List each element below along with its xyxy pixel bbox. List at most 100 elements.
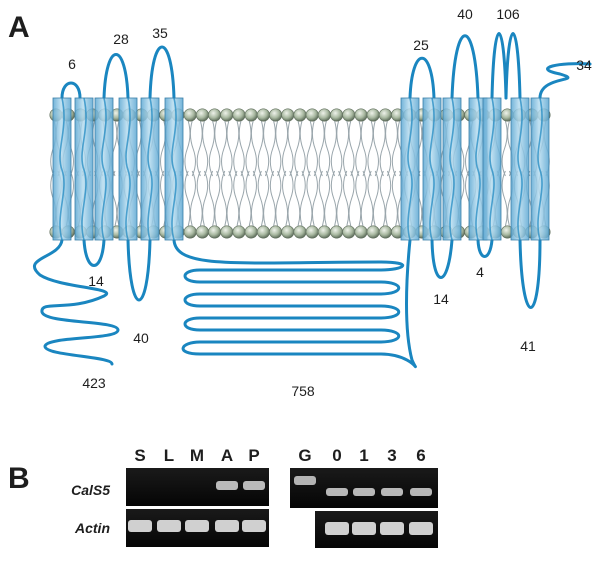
helix-strand [147,97,153,241]
gel-bands [128,476,433,535]
loop-tm9-tm10 [450,34,480,100]
helix-strand [449,97,455,241]
lipid-head [183,108,197,122]
label-loop-tm7-tm8: 25 [413,37,429,53]
gel-lane-labels-left: S L M A P [134,446,259,465]
label-loop-tm8-tm9: 14 [433,291,449,307]
lipid-tail [330,120,343,227]
lipid-tail [221,120,233,227]
helix-strand [171,97,177,241]
lipid-head [305,225,319,239]
band-actin-right-3 [380,522,404,535]
gel-lane-labels-right: G 0 1 3 6 [298,446,425,465]
band-actin-left-3 [215,520,239,532]
band-cals5-left-4 [243,481,265,490]
band-cals5-left-3 [216,481,238,490]
lipid-head [354,225,368,239]
band-actin-left-1 [157,520,181,532]
lipid-tail [343,120,355,227]
lipid-tail [245,120,257,227]
label-loop-tm9-tm10: 40 [457,6,473,22]
loop-tm11-tm12-b [504,32,522,100]
lipid-head [183,225,197,239]
lipid-tail [233,120,245,227]
lipid-head [256,225,270,239]
band-cals5-right-2 [381,488,403,496]
lane-label-G: G [298,446,311,465]
lipid-head [305,108,319,122]
band-cals5-genomic-0 [294,476,316,485]
loop-tm1-tm2 [82,238,106,267]
label-loop-tm10-tm11: 4 [476,264,484,280]
lane-label-M: M [190,446,204,465]
lipid-head [330,108,344,122]
lane-label-L: L [164,446,174,465]
lipid-head [293,225,307,239]
row-label-cals5: CalS5 [71,482,110,498]
lipid-head [195,108,209,122]
lipid-head [208,225,222,239]
band-actin-left-2 [185,520,209,532]
helix-strand [429,97,435,241]
lipid-head [281,108,295,122]
lipid-tail [184,120,196,227]
lipid-tail [208,120,221,227]
gel-row-labels: CalS5 Actin [71,482,110,536]
lipid-head [232,108,246,122]
lipid-head [281,225,295,239]
lipid-tail [306,120,318,227]
lipid-head [378,225,392,239]
lipid-head [317,108,331,122]
lipid-head [220,225,234,239]
lipid-head [366,225,380,239]
lipid-head [366,108,380,122]
lipid-head [317,225,331,239]
loop-tm2-tm3 [102,53,130,100]
lipid-head [269,225,283,239]
c-terminus-tail [538,62,592,100]
lipid-head [195,225,209,239]
lipid-head [293,108,307,122]
label-n-terminal-tail: 423 [82,375,106,391]
lipid-tail [196,120,209,227]
band-actin-right-4 [409,522,433,535]
lipid-head [342,225,356,239]
central-cytoplasmic-loop [172,238,417,369]
lipid-tail [379,120,392,227]
loop-tm8-tm9 [430,238,454,279]
lipid-tail [318,120,331,227]
helix-strand [537,97,543,241]
lane-label-1: 1 [359,446,368,465]
panel-a-label: A [8,11,30,44]
lipid-head [244,108,258,122]
lipid-head [330,225,344,239]
band-cals5-right-1 [353,488,375,496]
lipid-head [378,108,392,122]
helix-strand [81,97,87,241]
band-actin-right-1 [325,522,349,535]
helix-strand [475,97,481,241]
lane-label-A: A [221,446,233,465]
loop-tm7-tm8 [408,56,436,100]
helix-strand [125,97,131,241]
helix-strand [517,97,523,241]
helix-strand [101,97,107,241]
lipid-tail [294,120,306,227]
label-n-terminus-loop: 6 [68,56,76,72]
label-loop-tm1-tm2: 14 [88,273,104,289]
band-cals5-right-0 [326,488,348,496]
protein-loops [32,32,592,369]
loop-tm4-tm5 [148,45,176,100]
loop-tm3-tm4 [126,238,152,302]
label-loop-tm12-tm13: 41 [520,338,536,354]
lipid-head [232,225,246,239]
band-actin-left-4 [242,520,266,532]
lipid-tail [269,120,282,227]
lane-label-P: P [248,446,259,465]
lipid-tail [282,120,294,227]
loop-tm11-tm12-a [490,32,508,100]
lipid-head [220,108,234,122]
lane-label-S: S [134,446,145,465]
loop-tm12-tm13 [518,238,542,309]
